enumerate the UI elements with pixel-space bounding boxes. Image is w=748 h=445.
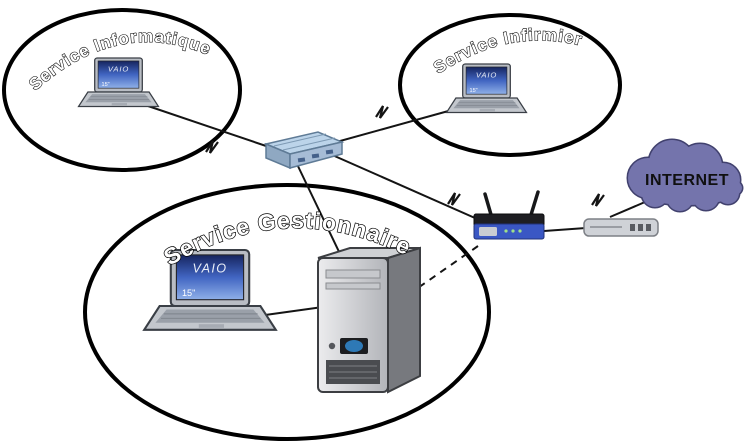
server-tower-icon	[317, 246, 421, 394]
link-laptop-informatique-switch	[147, 105, 273, 149]
server-drive-bay	[325, 269, 381, 279]
router-icon	[473, 190, 545, 240]
server-power-button	[328, 342, 336, 350]
switch-icon	[263, 131, 345, 170]
link-switch-laptop-infirmier	[321, 109, 453, 147]
link-router-modem	[543, 227, 587, 232]
link-switch-server	[295, 161, 343, 259]
zone-gestionnaire-boundary	[83, 183, 491, 441]
modem-icon	[583, 218, 659, 237]
link-switch-router	[329, 153, 485, 223]
zone-infirmier-boundary	[398, 13, 622, 157]
server-drive-bay	[325, 282, 381, 290]
internet-cloud: INTERNET	[626, 138, 744, 213]
zone-informatique-boundary	[2, 8, 242, 172]
internet-label: INTERNET	[645, 172, 729, 189]
